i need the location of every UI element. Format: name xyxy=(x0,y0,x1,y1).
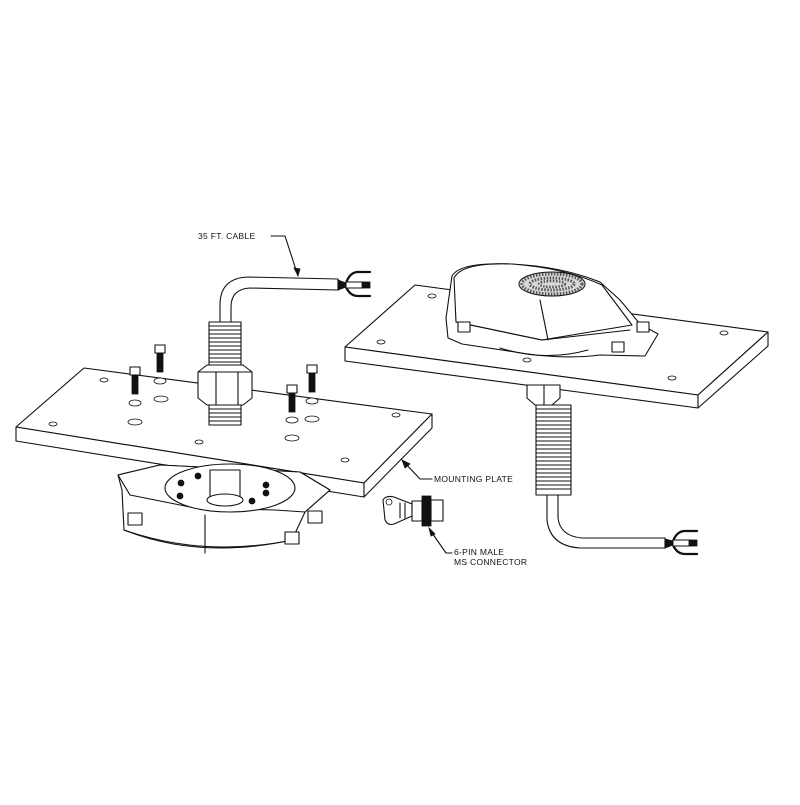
cable-leader-line xyxy=(270,235,299,277)
left-sensor-housing xyxy=(117,463,331,554)
mounting-plate-leader-line xyxy=(403,461,433,480)
connector-leader-line xyxy=(429,529,453,554)
connector-callout-label-line1: 6-PIN MALE xyxy=(454,547,505,557)
left-cable xyxy=(219,270,372,323)
right-sensor-housing xyxy=(445,263,659,358)
mounting-plate-callout-label: MOUNTING PLATE xyxy=(434,474,514,484)
cap-screws xyxy=(129,344,318,413)
connector-callout-label-line2: MS CONNECTOR xyxy=(454,557,528,567)
ms-connector-drawing xyxy=(382,495,444,527)
left-threaded-stem xyxy=(197,321,253,426)
right-cable xyxy=(546,494,699,556)
right-threaded-stem xyxy=(526,384,572,496)
cable-callout-label: 35 FT. CABLE xyxy=(198,231,256,241)
